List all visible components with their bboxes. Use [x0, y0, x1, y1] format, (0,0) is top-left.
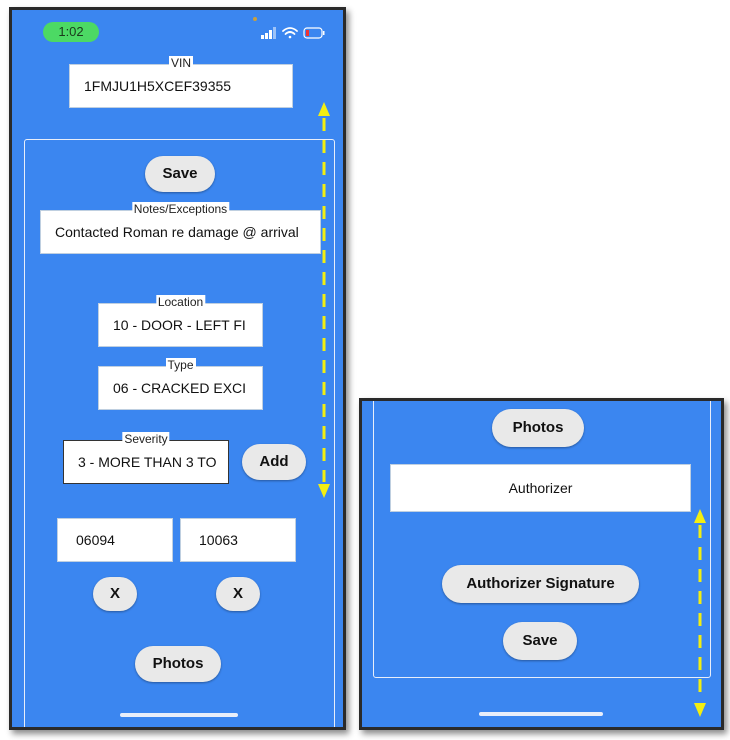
save-button-bottom[interactable]: Save: [503, 622, 577, 660]
notes-label: Notes/Exceptions: [131, 202, 230, 216]
notes-field[interactable]: Notes/Exceptions Contacted Roman re dama…: [40, 202, 321, 254]
signal-icon: [261, 27, 276, 39]
severity-value: 3 - MORE THAN 3 TO: [78, 454, 217, 470]
wifi-icon: [282, 27, 298, 39]
add-button[interactable]: Add: [242, 444, 306, 480]
type-label: Type: [165, 358, 196, 372]
home-indicator-bottom: [479, 712, 603, 716]
home-indicator: [120, 713, 238, 717]
severity-label: Severity: [122, 432, 170, 446]
scroll-range-arrow-icon-bottom: [694, 509, 706, 717]
authorizer-field[interactable]: Authorizer: [390, 464, 691, 512]
battery-icon: [303, 27, 325, 39]
location-label: Location: [155, 295, 206, 309]
status-time: 1:02: [43, 22, 99, 42]
save-button-top[interactable]: Save: [145, 156, 215, 192]
notes-value: Contacted Roman re damage @ arrival: [55, 224, 299, 240]
type-value: 06 - CRACKED EXCI: [113, 380, 247, 396]
phone-screen-bottom: Photos Authorizer Authorizer Signature S…: [359, 398, 724, 730]
code-value-1: 06094: [76, 532, 115, 548]
vin-field[interactable]: VIN 1FMJU1H5XCEF39355: [69, 56, 293, 108]
remove-code-1-button[interactable]: X: [93, 577, 137, 611]
status-icons: [261, 27, 325, 39]
camera-indicator-icon: [253, 17, 257, 21]
location-field[interactable]: Location 10 - DOOR - LEFT FI: [98, 295, 263, 347]
authorizer-placeholder: Authorizer: [508, 480, 573, 496]
authorizer-signature-button[interactable]: Authorizer Signature: [442, 565, 639, 603]
remove-code-2-button[interactable]: X: [216, 577, 260, 611]
vin-label: VIN: [168, 56, 194, 70]
photos-button-top[interactable]: Photos: [135, 646, 221, 682]
authorization-panel: [373, 401, 711, 678]
code-field-1[interactable]: 06094: [57, 518, 173, 562]
code-value-2: 10063: [199, 532, 238, 548]
code-field-2[interactable]: 10063: [180, 518, 296, 562]
location-value: 10 - DOOR - LEFT FI: [113, 317, 246, 333]
photos-button-bottom[interactable]: Photos: [492, 409, 584, 447]
type-field[interactable]: Type 06 - CRACKED EXCI: [98, 358, 263, 410]
damage-panel: [24, 139, 335, 727]
phone-screen-top: 1:02 VIN 1FMJU1H5XCEF39355 Save Notes/Ex…: [9, 7, 346, 730]
vin-value: 1FMJU1H5XCEF39355: [84, 78, 232, 94]
severity-field[interactable]: Severity 3 - MORE THAN 3 TO: [63, 432, 229, 484]
scroll-range-arrow-icon: [318, 102, 330, 498]
